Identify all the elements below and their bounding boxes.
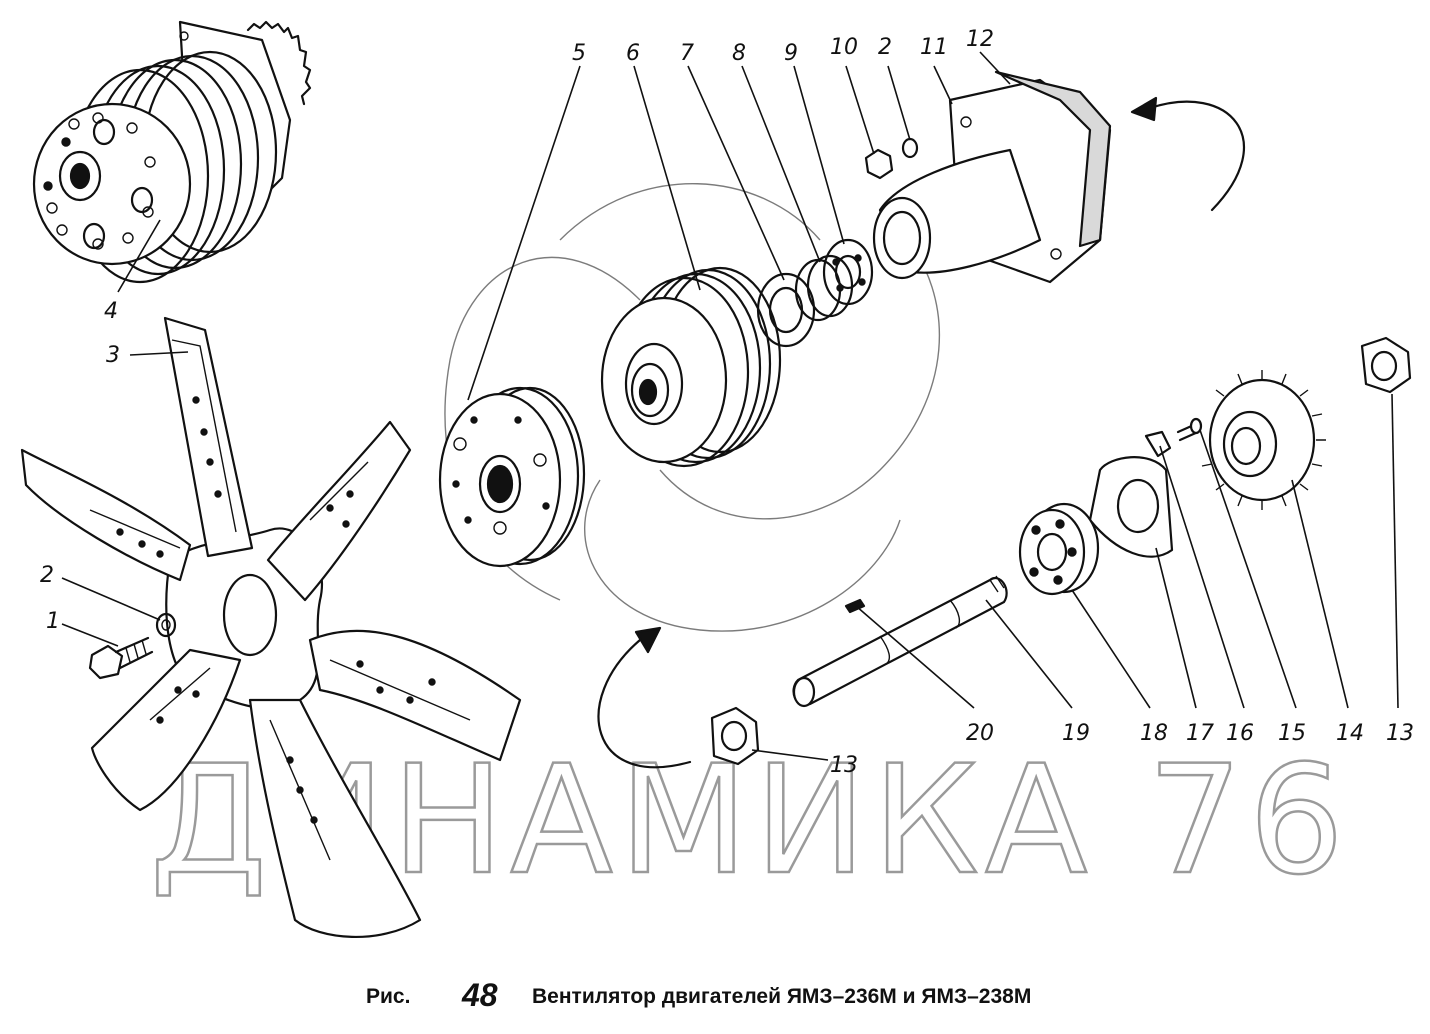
housing-11 — [872, 78, 1112, 284]
label-13-bottom: 13 — [830, 753, 858, 778]
label-12: 12 — [966, 27, 994, 52]
label-14: 14 — [1336, 721, 1364, 746]
assembled-hub — [32, 20, 312, 284]
label-5: 5 — [572, 41, 586, 66]
caption-title: Вентилятор двигателей ЯМЗ–236М и ЯМЗ–238… — [532, 985, 1031, 1008]
washer-2-top — [901, 137, 919, 159]
label-10: 10 — [830, 35, 858, 60]
pulley-6 — [600, 266, 782, 468]
label-9: 9 — [784, 41, 798, 66]
rotation-arrow-top — [1130, 96, 1245, 212]
caption-number: 48 — [461, 977, 498, 1013]
gasket-12 — [994, 70, 1112, 248]
label-19: 19 — [1062, 721, 1090, 746]
label-17: 17 — [1186, 721, 1214, 746]
rotation-arrow-bottom — [597, 626, 692, 769]
bolt-15 — [1176, 417, 1203, 442]
label-3: 3 — [106, 343, 120, 368]
leader-lines — [61, 51, 1399, 761]
nut-10 — [864, 148, 894, 180]
flange-17 — [1088, 456, 1174, 558]
key-20 — [844, 598, 866, 614]
label-1: 1 — [46, 609, 60, 634]
figure-caption: Рис. 48 Вентилятор двигателей ЯМЗ–236М и… — [366, 977, 1031, 1013]
gear-14 — [1201, 370, 1326, 510]
label-4: 4 — [104, 299, 118, 324]
shaft-19 — [792, 575, 1008, 708]
plate-16 — [1144, 430, 1172, 458]
nut-13-bottom — [710, 706, 760, 766]
hub-disc-5 — [438, 386, 586, 568]
label-11: 11 — [920, 35, 948, 60]
label-6: 6 — [626, 41, 640, 66]
label-7: 7 — [680, 41, 694, 66]
fan-impeller — [20, 316, 522, 938]
bearing-9 — [822, 238, 874, 306]
nut-13-right — [1360, 336, 1412, 394]
label-20: 20 — [966, 721, 994, 746]
label-2-left: 2 — [40, 563, 54, 588]
part-labels: 4 3 2 1 5 6 7 8 9 10 2 11 12 13 14 15 16… — [40, 27, 1414, 778]
bearing-18 — [1018, 502, 1100, 596]
label-13-right: 13 — [1386, 721, 1414, 746]
washer-2-left — [155, 612, 177, 638]
bolt-1 — [88, 636, 154, 680]
label-16: 16 — [1226, 721, 1254, 746]
label-8: 8 — [732, 41, 746, 66]
label-18: 18 — [1140, 721, 1168, 746]
label-2-top: 2 — [878, 35, 892, 60]
label-15: 15 — [1278, 721, 1306, 746]
caption-prefix: Рис. — [366, 985, 410, 1008]
